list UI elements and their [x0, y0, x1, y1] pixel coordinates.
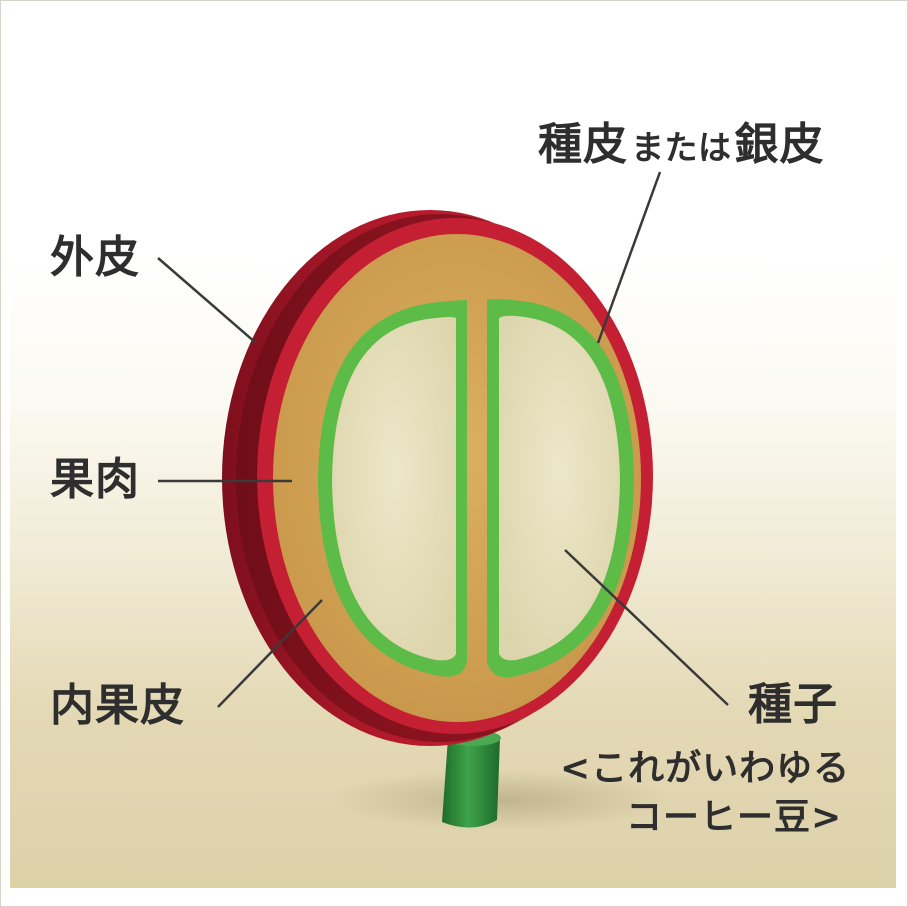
label-seed: 種子 — [748, 683, 838, 727]
label-seed-note-line1: <これがいわゆる — [560, 751, 850, 787]
label-silverskin: 種皮または銀皮 — [538, 123, 825, 167]
label-outer-skin: 外皮 — [50, 236, 140, 280]
label-silverskin-part3: 銀皮 — [735, 119, 825, 170]
label-silverskin-part1: 種皮 — [538, 119, 628, 170]
label-silverskin-part2: または — [631, 128, 732, 167]
label-parchment: 内果皮 — [50, 684, 185, 728]
leader-silverskin — [598, 172, 660, 343]
label-pulp: 果肉 — [50, 458, 140, 502]
leader-outer-skin — [158, 258, 256, 343]
label-seed-note-line2: コーヒー豆> — [626, 800, 842, 836]
